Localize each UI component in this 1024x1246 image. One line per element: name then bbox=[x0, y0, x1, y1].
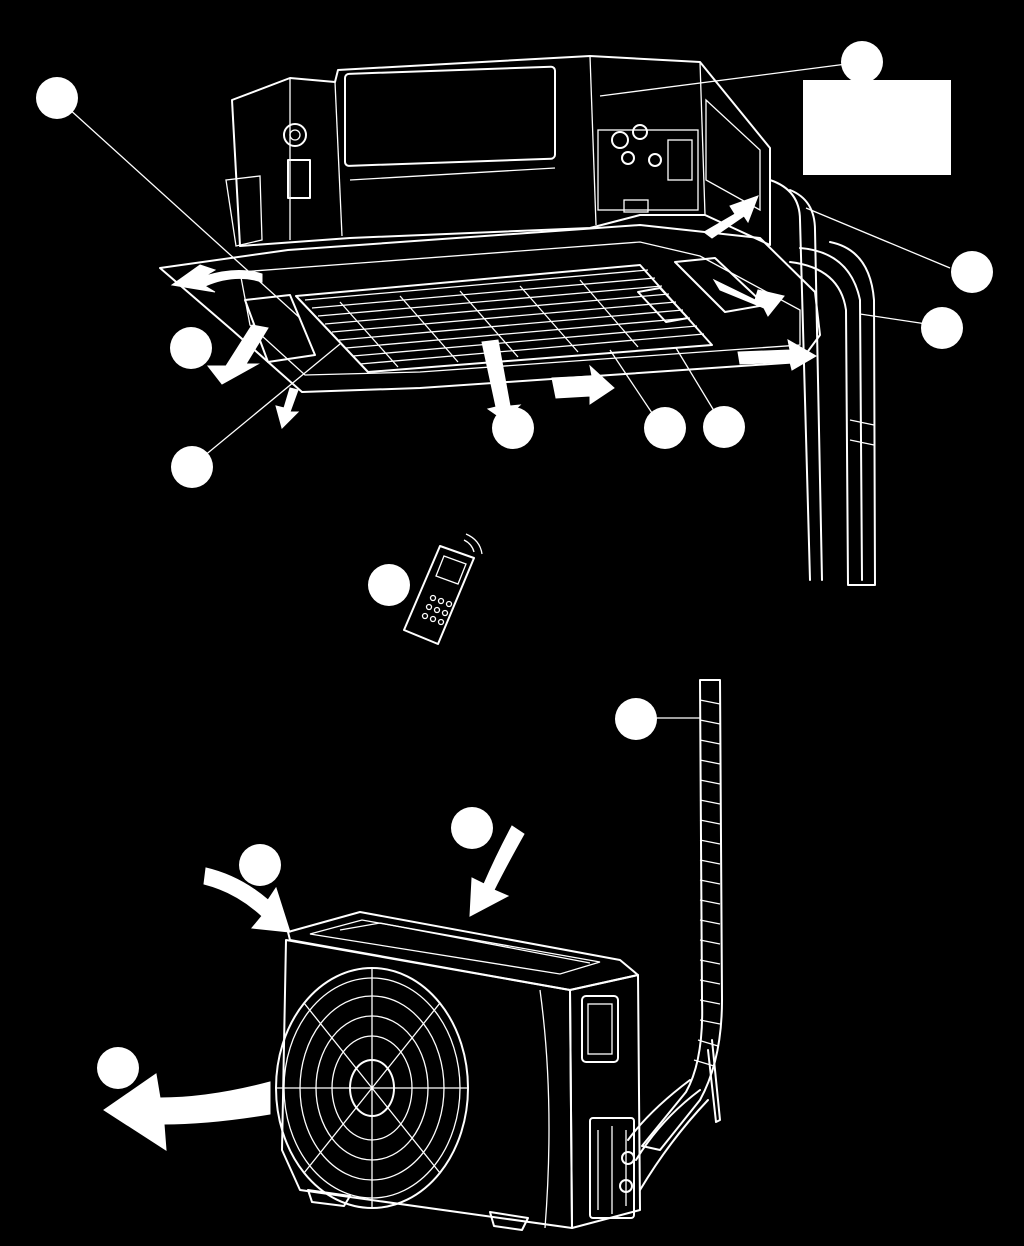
airflow-arrow-front-left bbox=[275, 387, 300, 429]
air-outlet-arrow bbox=[103, 1073, 271, 1151]
grille-lines bbox=[304, 269, 705, 368]
air-inlet-arrow-left bbox=[203, 867, 291, 933]
callout-marker bbox=[921, 307, 963, 349]
cassette-panel bbox=[159, 224, 821, 393]
callout-marker bbox=[492, 407, 534, 449]
remote-body bbox=[403, 545, 475, 645]
connecting-pipe bbox=[615, 679, 723, 1191]
outdoor-top bbox=[287, 911, 639, 991]
label-box bbox=[803, 80, 951, 175]
remote-controller bbox=[368, 533, 483, 645]
outdoor-airflow-arrows bbox=[103, 825, 525, 1151]
callout-marker bbox=[644, 407, 686, 449]
callout-marker bbox=[615, 698, 657, 740]
indoor-airflow-arrows bbox=[170, 195, 817, 429]
airflow-arrow-front bbox=[551, 364, 615, 405]
callout-marker bbox=[171, 446, 213, 488]
outdoor-fan bbox=[275, 967, 469, 1209]
pipe-wrap-bands bbox=[693, 699, 721, 1067]
refrigerant-piping bbox=[769, 179, 876, 586]
outdoor-foot bbox=[307, 1189, 351, 1207]
callout-marker bbox=[841, 41, 883, 83]
callout-marker bbox=[951, 251, 993, 293]
callout-marker bbox=[368, 564, 410, 606]
outdoor-front bbox=[281, 939, 573, 1229]
callout-marker bbox=[36, 77, 78, 119]
cassette-grille bbox=[295, 264, 713, 373]
airflow-arrow-right-up bbox=[703, 195, 759, 239]
airflow-arrow-down-left bbox=[206, 324, 269, 385]
callout-marker bbox=[703, 406, 745, 448]
airflow-arrow-right bbox=[712, 278, 785, 317]
callout-marker bbox=[170, 327, 212, 369]
outdoor-callouts bbox=[97, 807, 493, 1089]
remote-display bbox=[435, 555, 467, 585]
outdoor-unit bbox=[275, 911, 641, 1231]
indoor-callouts bbox=[36, 41, 993, 488]
callout-marker bbox=[97, 1047, 139, 1089]
outdoor-side bbox=[569, 974, 641, 1229]
air-inlet-arrow-top bbox=[469, 825, 525, 917]
airflow-arrow-right-down bbox=[737, 339, 817, 371]
outdoor-foot bbox=[489, 1211, 529, 1231]
callout-marker bbox=[239, 844, 281, 886]
airflow-arrow-left bbox=[170, 264, 263, 293]
callout-marker bbox=[451, 807, 493, 849]
indoor-cassette-unit bbox=[225, 55, 771, 247]
